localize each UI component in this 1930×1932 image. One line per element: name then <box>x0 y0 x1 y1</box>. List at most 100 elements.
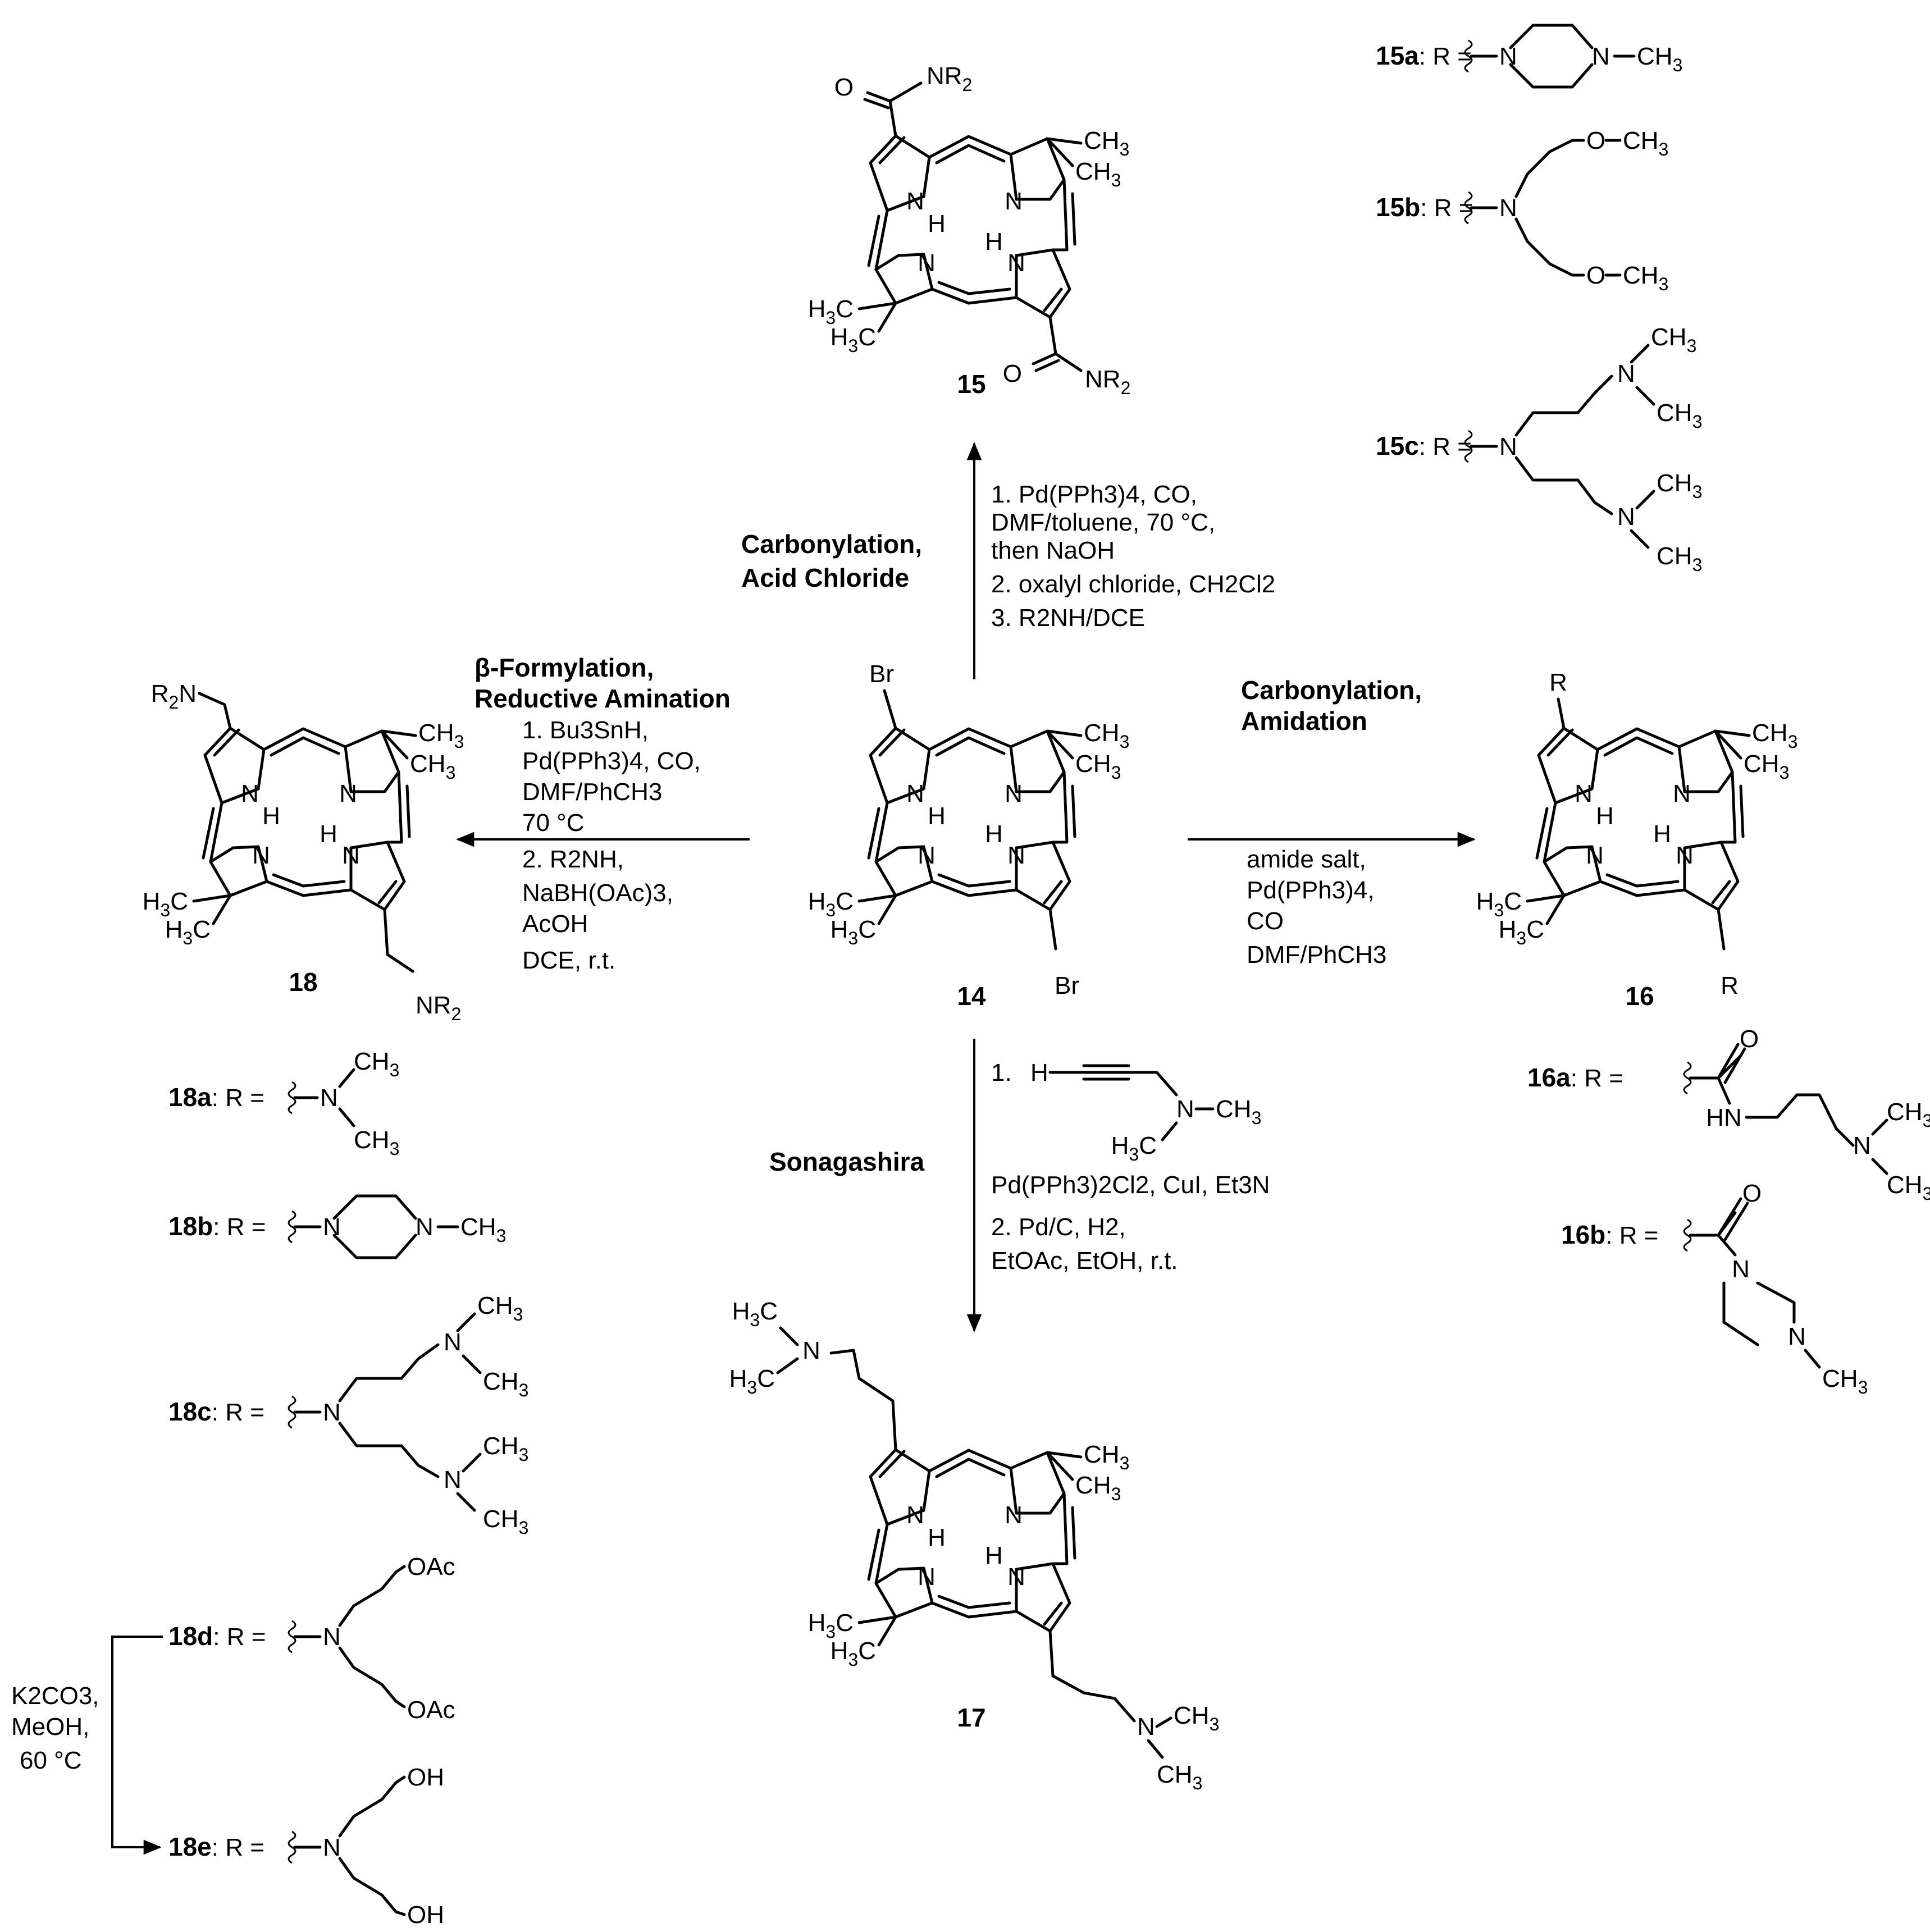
svg-text:18a: R =: 18a: R = <box>168 1083 264 1112</box>
label-14: 14 <box>957 981 986 1011</box>
svg-text:N: N <box>323 1213 341 1241</box>
svg-text:Carbonylation,: Carbonylation, <box>741 529 922 559</box>
svg-text:OH: OH <box>407 1901 444 1929</box>
svg-text:CH3: CH3 <box>483 1505 528 1538</box>
svg-text:CH3: CH3 <box>354 1048 399 1080</box>
svg-text:N: N <box>1137 1713 1155 1741</box>
svg-text:O: O <box>1740 1025 1759 1053</box>
svg-text:N: N <box>323 1834 341 1861</box>
svg-text:N: N <box>1499 43 1517 70</box>
series-18b: 18b: R = N N CH3 <box>168 1196 506 1258</box>
svg-text:O: O <box>834 74 854 101</box>
svg-text:CH3: CH3 <box>460 1213 506 1246</box>
svg-text:CH3: CH3 <box>1657 469 1702 502</box>
svg-text:CH3: CH3 <box>1623 262 1668 294</box>
svg-text:2. oxalyl chloride, CH2Cl2: 2. oxalyl chloride, CH2Cl2 <box>991 570 1275 598</box>
compound-16: R R 16 <box>1476 669 1798 1011</box>
svg-text:DMF/PhCH3: DMF/PhCH3 <box>522 778 662 806</box>
svg-text:CH3: CH3 <box>1623 127 1668 159</box>
svg-text:N: N <box>1499 433 1517 460</box>
svg-text:Pd(PPh3)2Cl2, CuI, Et3N: Pd(PPh3)2Cl2, CuI, Et3N <box>991 1171 1270 1199</box>
svg-text:HN: HN <box>1706 1104 1742 1131</box>
svg-text:2. Pd/C, H2,: 2. Pd/C, H2, <box>991 1213 1126 1241</box>
svg-text:N: N <box>444 1466 462 1493</box>
svg-text:NR2: NR2 <box>1085 366 1130 398</box>
svg-text:1. Bu3SnH,: 1. Bu3SnH, <box>522 716 649 744</box>
svg-text:CH3: CH3 <box>1174 1702 1219 1734</box>
compound-17: N H3C H3C N CH3 CH3 17 <box>729 1298 1220 1793</box>
svg-text:β-Formylation,: β-Formylation, <box>474 653 654 682</box>
svg-text:CH3: CH3 <box>1887 1171 1930 1204</box>
conditions-deprotection: K2CO3, MeOH, 60 °C <box>11 1682 99 1774</box>
svg-text:CH3: CH3 <box>1822 1365 1868 1397</box>
compound-14: Br Br 14 <box>808 660 1130 1011</box>
svg-text:amide salt,: amide salt, <box>1247 846 1366 873</box>
label-18: 18 <box>289 967 317 997</box>
series-16b: 16b: R = O N N CH3 <box>1561 1180 1868 1397</box>
svg-text:CH3: CH3 <box>483 1368 528 1400</box>
svg-text:DMF/toluene, 70 °C,: DMF/toluene, 70 °C, <box>991 509 1215 536</box>
heading-bottom: Sonagashira <box>769 1147 925 1176</box>
svg-text:AcOH: AcOH <box>522 910 588 938</box>
svg-text:NaBH(OAc)3,: NaBH(OAc)3, <box>522 879 673 907</box>
svg-text:H3C: H3C <box>729 1365 775 1397</box>
br-top: Br <box>869 660 894 688</box>
svg-text:2. R2NH,: 2. R2NH, <box>522 846 624 873</box>
svg-text:Reductive Amination: Reductive Amination <box>474 684 731 713</box>
svg-text:CH3: CH3 <box>477 1292 523 1324</box>
svg-text:N: N <box>1499 194 1517 222</box>
svg-text:R2N: R2N <box>151 680 197 712</box>
svg-text:18b: R =: 18b: R = <box>168 1212 266 1241</box>
label-17: 17 <box>957 1703 985 1732</box>
svg-text:OAc: OAc <box>407 1553 455 1581</box>
propargylamine-reagent: H N CH3 H3C <box>1030 1059 1261 1164</box>
conditions-right: amide salt, Pd(PPh3)4, CO DMF/PhCH3 <box>1247 846 1386 969</box>
svg-text:1. Pd(PPh3)4, CO,: 1. Pd(PPh3)4, CO, <box>991 481 1197 508</box>
compound-18: R2N NR2 18 <box>143 680 464 1024</box>
svg-text:CH3: CH3 <box>1651 323 1696 356</box>
svg-text:Pd(PPh3)4,: Pd(PPh3)4, <box>1247 876 1374 904</box>
svg-text:then NaOH: then NaOH <box>991 537 1115 564</box>
series-15b: 15b: R = N O CH3 O CH3 <box>1376 127 1668 294</box>
svg-text:R: R <box>1549 669 1567 696</box>
svg-text:OAc: OAc <box>407 1696 455 1724</box>
svg-text:DCE, r.t.: DCE, r.t. <box>522 947 615 974</box>
svg-text:O: O <box>1003 360 1022 387</box>
svg-text:H3C: H3C <box>732 1298 778 1330</box>
svg-text:H: H <box>1030 1059 1048 1086</box>
label-16: 16 <box>1625 981 1654 1011</box>
svg-text:1.: 1. <box>991 1059 1012 1086</box>
svg-text:Carbonylation,: Carbonylation, <box>1241 675 1422 705</box>
series-16a: 16a: R = O HN N CH3 CH3 <box>1527 1025 1930 1204</box>
series-18a: 18a: R = N CH3 CH3 <box>168 1048 399 1159</box>
svg-text:CH3: CH3 <box>1637 43 1682 75</box>
svg-text:CH3: CH3 <box>1157 1761 1202 1793</box>
svg-text:N: N <box>802 1337 820 1364</box>
svg-text:CH3: CH3 <box>1657 399 1702 432</box>
conditions-bottom: 1. H N CH3 H3C Pd(PPh3)2Cl2, CuI, Et3N 2… <box>991 1059 1270 1275</box>
svg-text:O: O <box>1586 127 1605 154</box>
svg-text:3. R2NH/DCE: 3. R2NH/DCE <box>991 604 1145 632</box>
svg-text:CH3: CH3 <box>483 1432 528 1465</box>
br-bottom: Br <box>1055 972 1079 999</box>
svg-text:O: O <box>1742 1180 1762 1207</box>
heading-right: Carbonylation, Amidation <box>1241 675 1422 736</box>
svg-text:CH3: CH3 <box>354 1126 399 1159</box>
svg-text:60 °C: 60 °C <box>20 1747 82 1774</box>
svg-text:16b: R =: 16b: R = <box>1561 1220 1658 1249</box>
svg-text:15a: R =: 15a: R = <box>1376 41 1472 70</box>
svg-text:MeOH,: MeOH, <box>11 1713 89 1741</box>
series-18d: 18d: R = N OAc OAc <box>168 1553 455 1724</box>
svg-text:CH3: CH3 <box>1657 542 1702 575</box>
svg-text:NR2: NR2 <box>927 62 972 95</box>
svg-text:O: O <box>1586 262 1605 289</box>
conditions-top: 1. Pd(PPh3)4, CO, DMF/toluene, 70 °C, th… <box>991 481 1275 632</box>
compound-15: O NR2 O NR2 15 <box>808 62 1131 399</box>
svg-text:NR2: NR2 <box>416 992 461 1024</box>
svg-text:18e: R =: 18e: R = <box>168 1832 264 1861</box>
conditions-left: 1. Bu3SnH, Pd(PPh3)4, CO, DMF/PhCH3 70 °… <box>522 716 701 974</box>
svg-text:R: R <box>1721 972 1739 999</box>
svg-text:CH3: CH3 <box>1216 1095 1261 1128</box>
svg-text:N: N <box>323 1399 341 1426</box>
svg-text:18c: R =: 18c: R = <box>168 1397 264 1426</box>
